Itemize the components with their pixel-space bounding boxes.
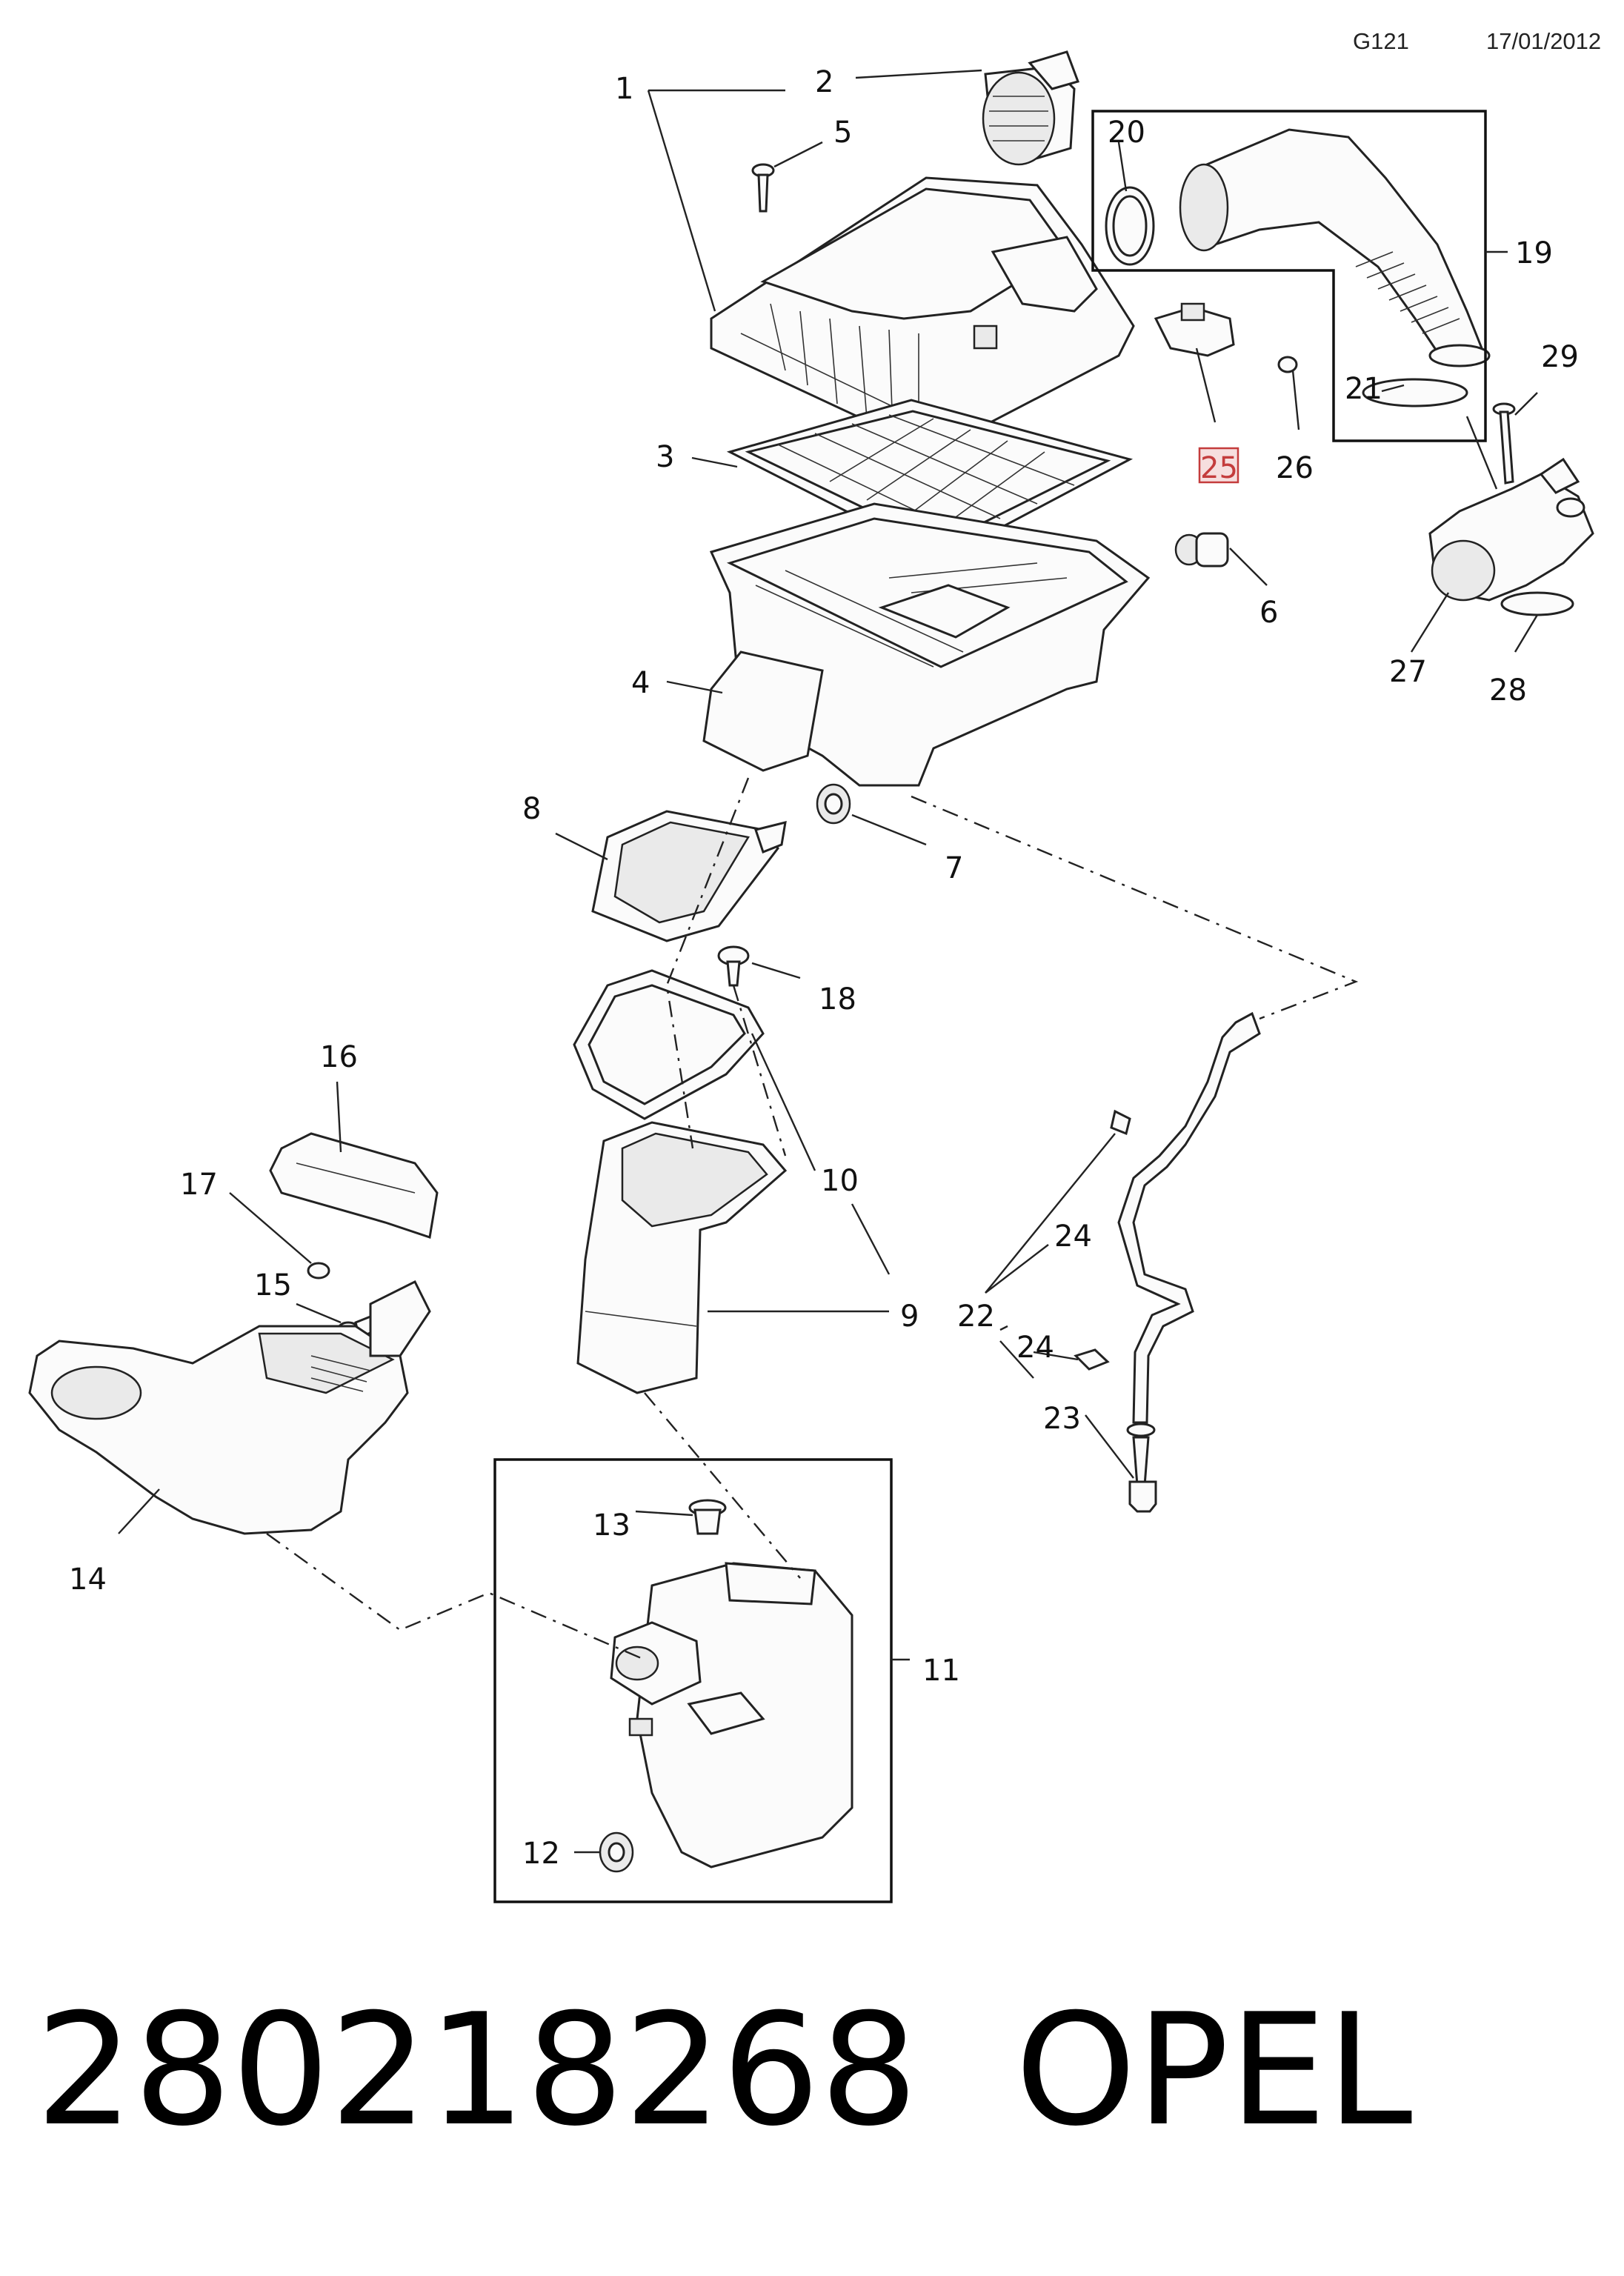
callout-24-upper: 24 — [1054, 1219, 1092, 1254]
part-29-bolt — [1492, 402, 1516, 485]
callout-9: 9 — [900, 1300, 919, 1334]
callout-2: 2 — [815, 65, 833, 99]
callout-16: 16 — [320, 1040, 358, 1074]
callout-28: 28 — [1489, 673, 1527, 708]
callout-4: 4 — [631, 666, 650, 700]
part-number: 280218268 — [36, 1981, 919, 2160]
part-10-seal — [573, 969, 765, 1120]
callout-14: 14 — [69, 1563, 107, 1597]
part-26-screw — [1277, 356, 1298, 373]
part-27-air-pump — [1428, 457, 1594, 602]
callout-1: 1 — [615, 72, 633, 106]
callout-21: 21 — [1345, 372, 1382, 406]
part-2-airflow-sensor — [982, 50, 1079, 166]
part-18-fastener — [717, 945, 750, 987]
part-14-lower-duct — [28, 1280, 431, 1535]
group-19-frame — [1091, 110, 1487, 442]
callout-10: 10 — [821, 1164, 859, 1198]
callout-25-highlight — [1198, 447, 1239, 484]
callout-17: 17 — [180, 1168, 218, 1202]
callout-23: 23 — [1043, 1402, 1081, 1436]
part-20-hose-clamp — [1105, 186, 1155, 266]
part-17-clip — [307, 1262, 330, 1280]
part-4-intake-duct — [702, 650, 824, 772]
callout-15: 15 — [254, 1268, 292, 1302]
diagram-code: G121 — [1353, 28, 1409, 54]
callout-19: 19 — [1515, 236, 1553, 270]
callout-18: 18 — [819, 982, 856, 1016]
part-24-clip-upper — [1110, 1109, 1131, 1136]
part-8-duct-adapter — [591, 810, 787, 942]
callout-5: 5 — [833, 116, 852, 150]
group-11-frame — [493, 1458, 893, 1903]
part-22-vent-hose — [1117, 1011, 1261, 1487]
part-11-resonator — [610, 1562, 853, 1869]
part-9-resonator-duct — [576, 1121, 788, 1394]
assembly-dashed-lines — [266, 777, 1359, 1661]
part-24-clip-lower — [1074, 1348, 1110, 1371]
part-5-screw — [751, 163, 775, 213]
callout-26: 26 — [1276, 451, 1314, 485]
part-21-seal-ring — [1362, 378, 1468, 407]
part-25-sensor — [1154, 302, 1235, 357]
callout-6: 6 — [1259, 596, 1278, 630]
brand-name: OPEL — [1015, 1981, 1413, 2160]
part-13-bushing — [688, 1499, 727, 1535]
callout-24-lower: 24 — [1016, 1331, 1054, 1365]
part-lower-housing — [709, 502, 1151, 787]
part-23-connector — [1128, 1480, 1157, 1513]
part-6-grommet — [1174, 532, 1229, 568]
callout-29: 29 — [1541, 340, 1579, 374]
callout-12: 12 — [522, 1837, 560, 1871]
callout-13: 13 — [593, 1508, 630, 1543]
callout-20: 20 — [1108, 116, 1145, 150]
leader-lines — [118, 69, 1539, 1854]
part-7-grommet — [816, 783, 851, 825]
part-16-intake-snorkel — [269, 1132, 439, 1239]
callout-8: 8 — [522, 792, 541, 826]
part-12-grommet — [599, 1831, 634, 1873]
callout-7: 7 — [945, 851, 963, 885]
callout-22: 22 — [957, 1300, 995, 1334]
callout-3: 3 — [656, 440, 674, 474]
part-1-housing-cover — [710, 176, 1135, 453]
part-28-gasket — [1500, 591, 1574, 616]
diagram-date: 17/01/2012 — [1486, 28, 1602, 54]
callout-27: 27 — [1389, 655, 1427, 689]
callout-25: 25 — [1200, 451, 1238, 485]
callout-11: 11 — [922, 1654, 960, 1688]
part-19-intake-hose — [1179, 128, 1491, 367]
